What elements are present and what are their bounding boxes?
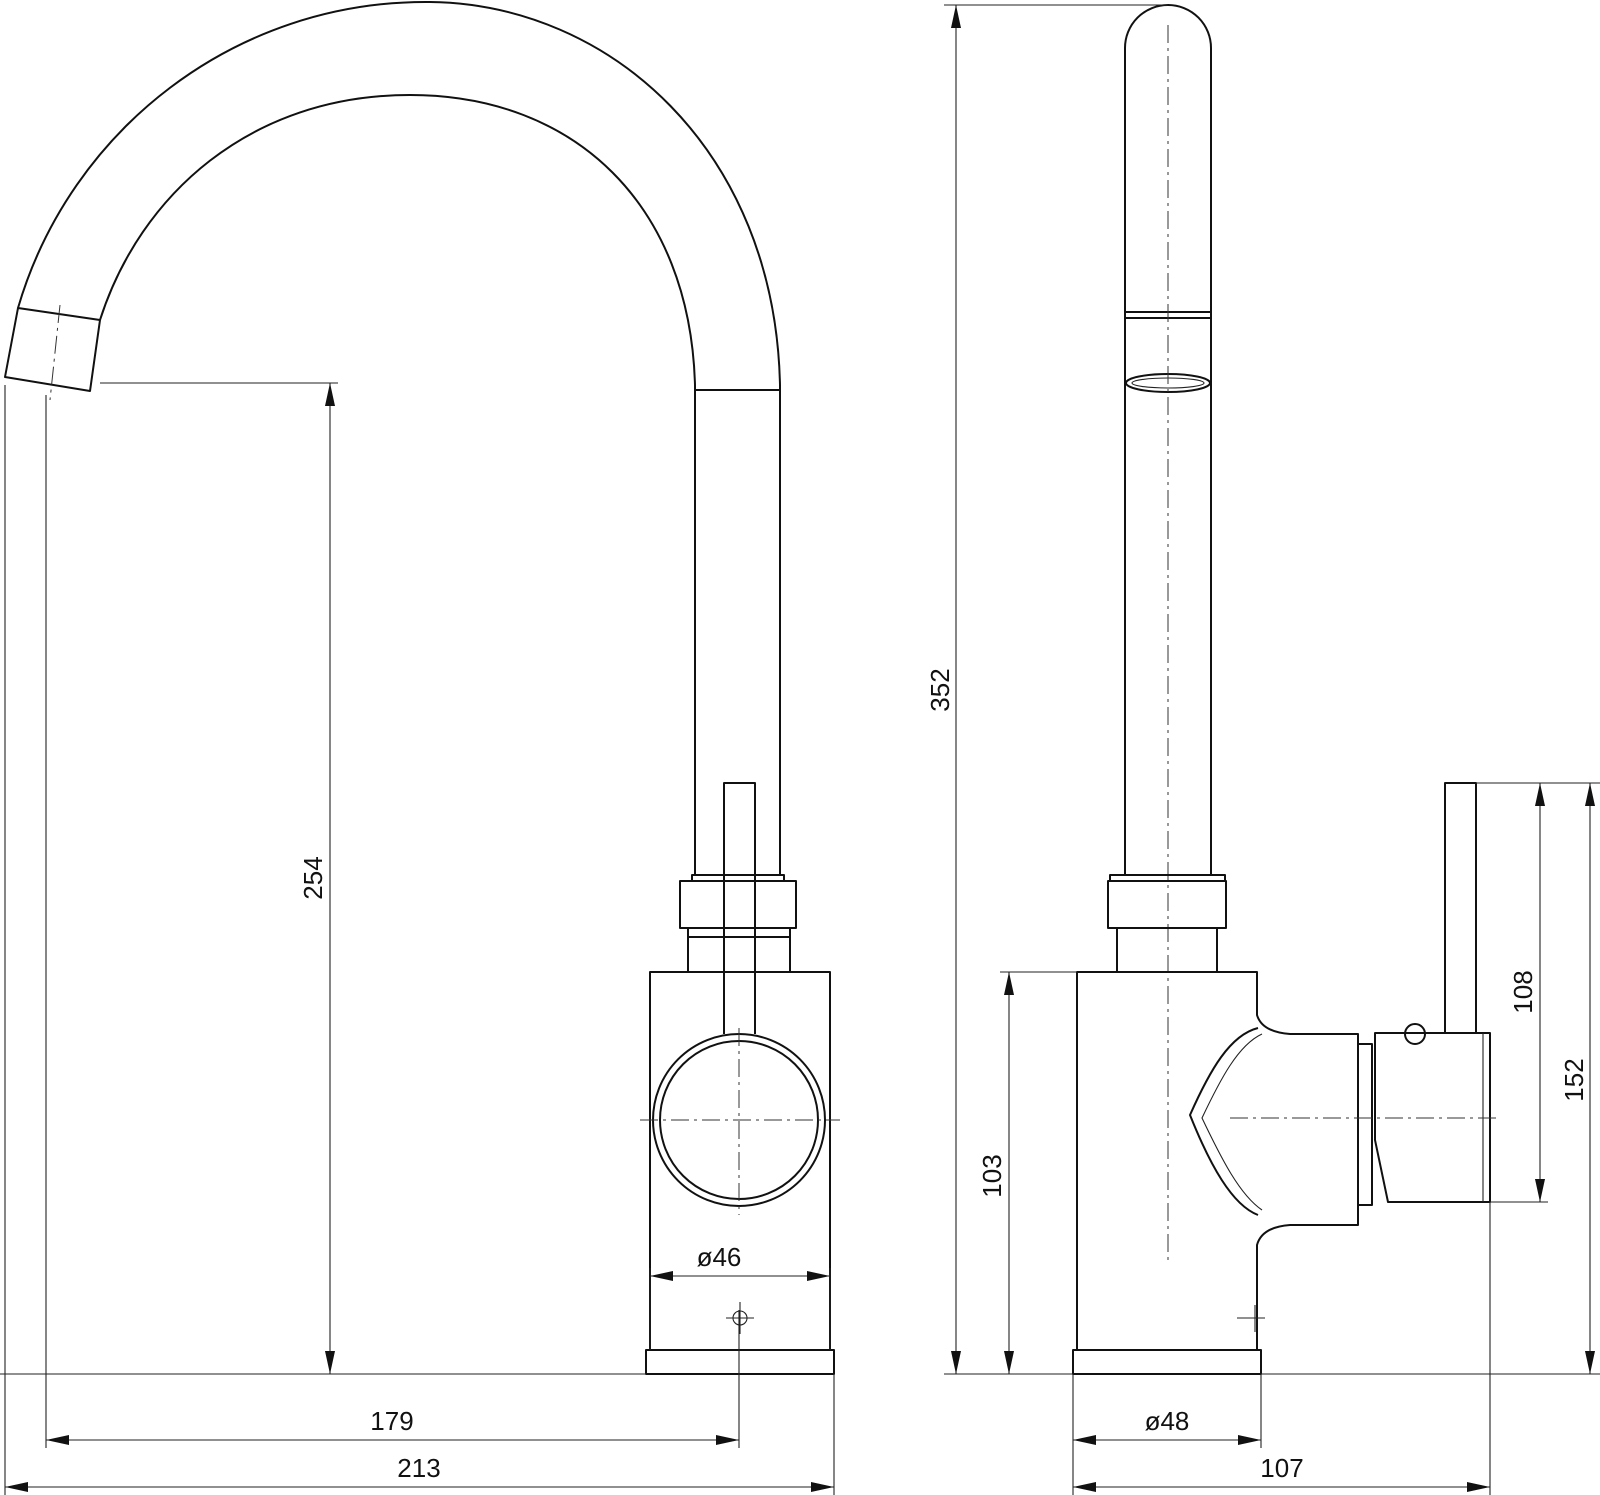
dim-spout-height: 254 bbox=[298, 383, 335, 1374]
dim-total-height: 352 bbox=[925, 5, 961, 1374]
spout-outer-arc bbox=[17, 0, 781, 386]
spout-inner-arc bbox=[99, 94, 696, 386]
dim-side-diameter-label: ø48 bbox=[1145, 1406, 1190, 1436]
dim-total-width: 213 bbox=[5, 1453, 834, 1492]
collar-nut bbox=[679, 880, 797, 929]
side-body bbox=[1076, 971, 1359, 1351]
base-plate bbox=[645, 1349, 835, 1375]
dimensions: 254 352 103 108 152 bbox=[4, 4, 1600, 1495]
side-base-plate bbox=[1072, 1349, 1262, 1375]
side-view bbox=[1072, 4, 1500, 1375]
dim-spout-reach-label: 179 bbox=[370, 1406, 413, 1436]
lever-handle bbox=[723, 782, 756, 1034]
dim-body-height: 103 bbox=[977, 972, 1014, 1374]
dim-lever-total: 152 bbox=[1559, 783, 1595, 1374]
dim-side-depth-label: 107 bbox=[1260, 1453, 1303, 1483]
spout-tip bbox=[4, 307, 101, 392]
mixer-body bbox=[649, 971, 831, 1351]
dim-side-diameter: ø48 bbox=[1073, 1406, 1261, 1445]
dim-total-height-label: 352 bbox=[925, 668, 955, 711]
side-lever bbox=[1444, 782, 1477, 1033]
dim-front-diameter-label: ø46 bbox=[697, 1242, 742, 1272]
side-handle-cap bbox=[1374, 1032, 1491, 1203]
dim-lever-total-label: 152 bbox=[1559, 1058, 1589, 1101]
dim-spout-height-label: 254 bbox=[298, 856, 328, 899]
body-notch-inner bbox=[1201, 1033, 1263, 1211]
dim-total-width-label: 213 bbox=[397, 1453, 440, 1483]
dim-front-diameter: ø46 bbox=[650, 1242, 830, 1281]
dim-side-depth: 107 bbox=[1073, 1453, 1490, 1492]
body-notch bbox=[1189, 1027, 1259, 1216]
dim-body-height-label: 103 bbox=[977, 1154, 1007, 1197]
collar-lower bbox=[687, 927, 791, 938]
front-view bbox=[0, 0, 840, 1375]
dim-lever-upper: 108 bbox=[1508, 783, 1545, 1202]
side-lever-pivot bbox=[1404, 1023, 1426, 1045]
side-handle-base bbox=[1358, 1043, 1373, 1206]
dim-spout-reach: 179 bbox=[46, 1406, 739, 1445]
dim-lever-upper-label: 108 bbox=[1508, 970, 1538, 1013]
spout-tip-centerline bbox=[49, 304, 61, 401]
side-collar-nut bbox=[1107, 880, 1227, 929]
